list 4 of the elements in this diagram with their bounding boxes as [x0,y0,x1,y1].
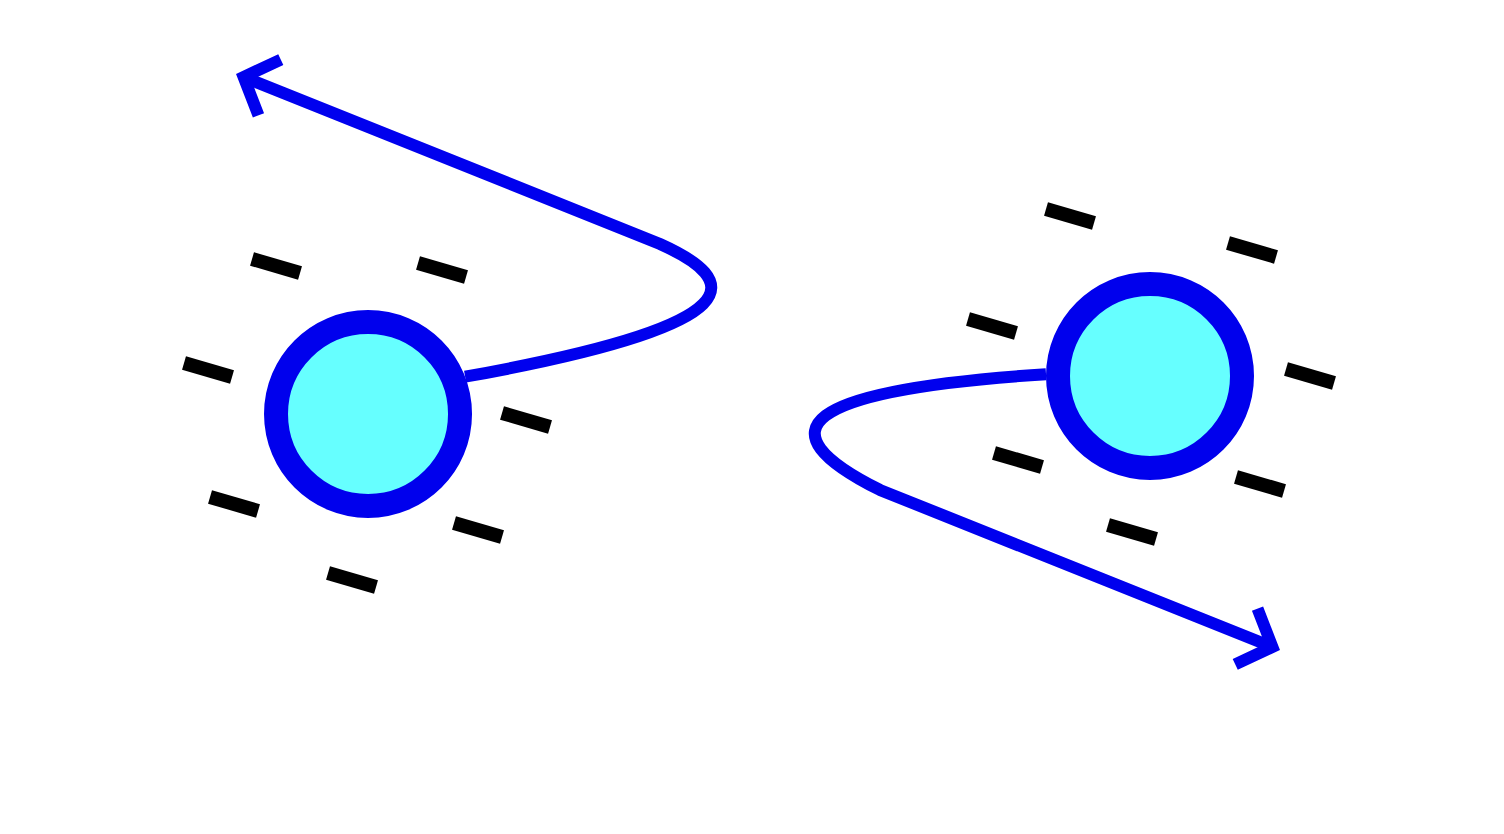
curved-arrow [236,54,717,383]
curved-arrow [809,368,1280,670]
sphere [1046,272,1254,480]
sphere [264,310,472,518]
